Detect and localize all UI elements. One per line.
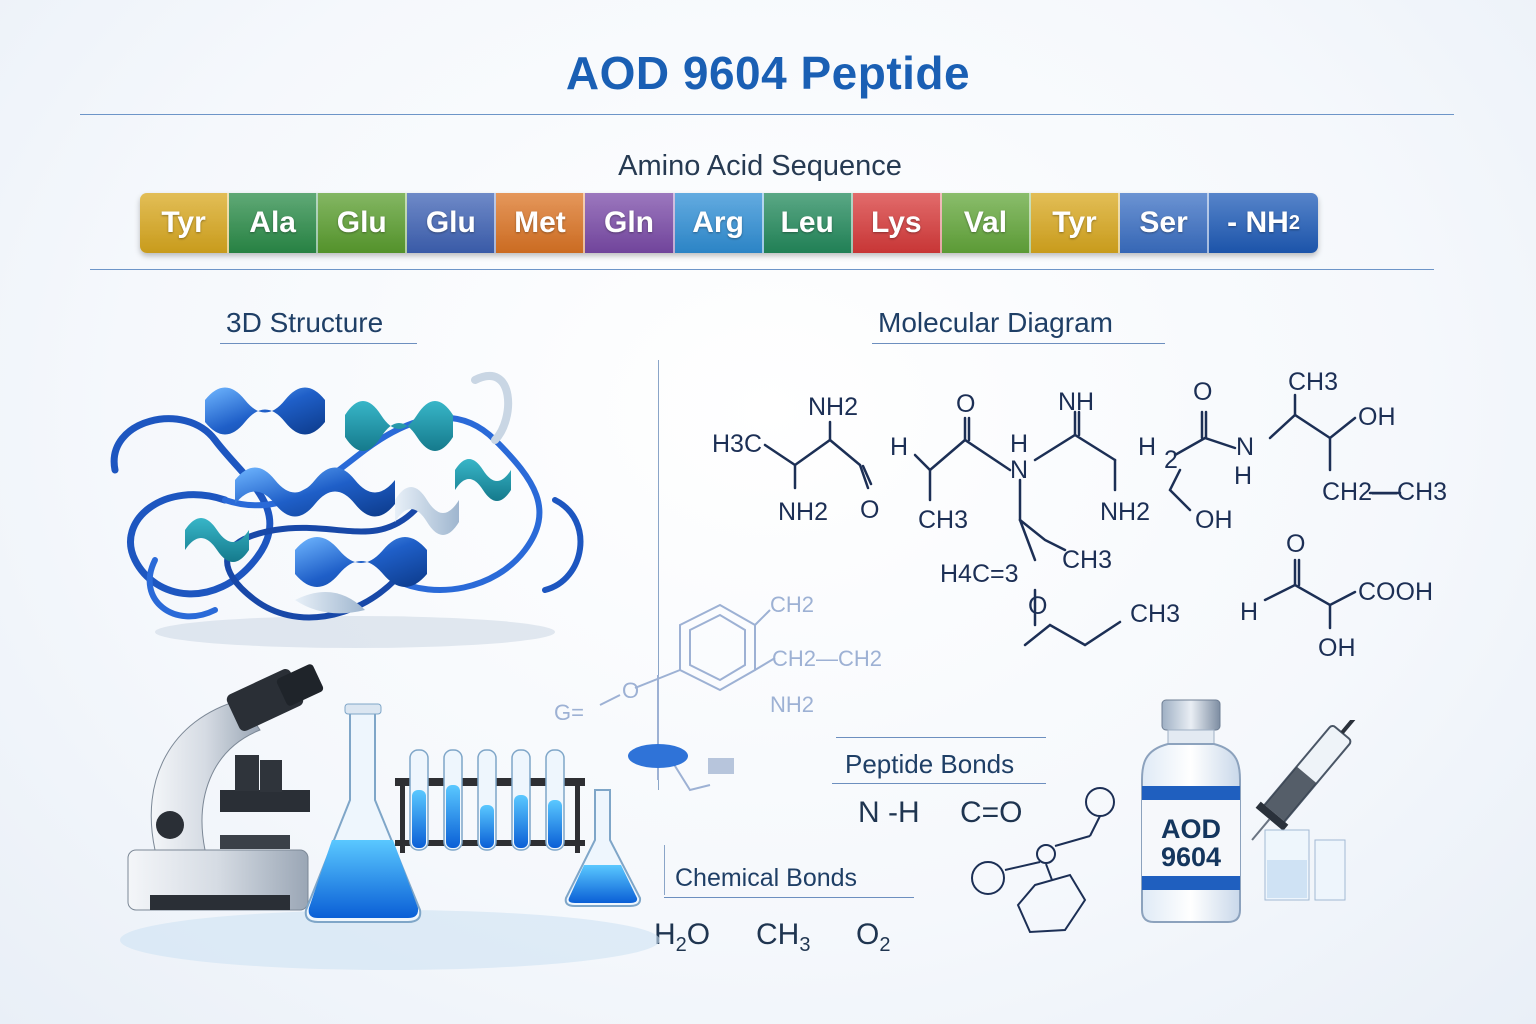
ghost-label-g: G=	[554, 700, 584, 725]
label-ch3-top: CH3	[1288, 368, 1338, 396]
peptide-bonds-top-rule	[836, 737, 1046, 738]
faded-benzene-structure: CH2 CH2—CH2 NH2 O G=	[554, 592, 882, 792]
residue-glu-4: Glu	[407, 193, 497, 253]
structure-heading: 3D Structure	[226, 307, 384, 338]
residue-ala-2: Ala	[229, 193, 319, 253]
title-divider	[80, 114, 1454, 115]
label-o-top: O	[956, 390, 975, 418]
label-oh-1: OH	[1195, 506, 1233, 534]
bond-nh: N -H	[858, 796, 920, 829]
formula-o2: O2	[856, 918, 891, 956]
vial-illustration	[1141, 699, 1241, 923]
microscope	[127, 664, 324, 911]
chemical-bonds-rule	[664, 897, 914, 898]
label-h3c: H3C	[712, 430, 762, 458]
vertical-divider	[658, 360, 659, 790]
syringe-and-beakers	[1251, 720, 1363, 901]
residue-ser-12: Ser	[1120, 193, 1210, 253]
vial-label-line-2: 9604	[1160, 842, 1222, 872]
label-nh2-bottom: NH2	[778, 498, 828, 526]
label-nh2-mid: NH2	[1100, 498, 1150, 526]
label-h-n: H	[1010, 430, 1028, 458]
residue-lys-9: Lys	[852, 193, 942, 253]
peptide-bonds-rule	[832, 783, 1046, 784]
protein-ribbon-illustration	[110, 372, 584, 648]
erlenmeyer-flask-small	[564, 789, 642, 907]
label-two: 2	[1164, 446, 1178, 474]
diagram-heading: Molecular Diagram	[878, 307, 1113, 338]
label-ch3-mid: CH3	[1062, 546, 1112, 574]
residue-glu-3: Glu	[318, 193, 408, 253]
label-o-1: O	[860, 496, 879, 524]
residue-met-5: Met	[496, 193, 586, 253]
lab-equipment-illustration	[120, 664, 660, 970]
ghost-label-ch2-a: CH2	[770, 592, 814, 617]
chemical-bonds-heading: Chemical Bonds	[675, 864, 858, 892]
sequence-divider	[90, 269, 1434, 270]
label-oh-top: OH	[1358, 403, 1396, 431]
label-h-right: H	[1234, 462, 1252, 490]
label-h4c: H4C=3	[940, 560, 1019, 588]
label-o-right: O	[1193, 378, 1212, 406]
residue-val-10: Val	[941, 193, 1031, 253]
residue-gln-6: Gln	[585, 193, 675, 253]
molecular-diagram: H3C NH2 NH2 O H O CH3 H N NH NH2 H 2 OH …	[712, 368, 1447, 662]
residue-tyr-11: Tyr	[1030, 193, 1121, 253]
erlenmeyer-flask-large	[304, 703, 422, 923]
ring-structure-sketch	[971, 787, 1115, 934]
label-o-low: O	[1028, 592, 1047, 620]
label-ch3-1: CH3	[918, 506, 968, 534]
structure-heading-underline	[220, 343, 417, 344]
diagram-heading-underline	[872, 343, 1165, 344]
ghost-label-o: O	[622, 678, 639, 703]
formula-h2o: H2O	[654, 918, 711, 956]
ghost-label-nh2: NH2	[770, 692, 814, 717]
formula-ch3: CH3	[756, 918, 811, 956]
page-title: AOD 9604 Peptide	[565, 47, 971, 99]
vial-label-line-1: AOD	[1161, 814, 1221, 844]
label-ch2-ch3: CH2—CH3	[1322, 478, 1447, 506]
label-h-1: H	[890, 433, 908, 461]
label-oh-acid: OH	[1318, 634, 1356, 662]
label-nh-top: NH	[1058, 388, 1094, 416]
label-o-acid: O	[1286, 530, 1305, 558]
residue-leu-8: Leu	[763, 193, 853, 253]
bond-co: C=O	[960, 796, 1023, 829]
residue-arg-7: Arg	[674, 193, 764, 253]
label-h2: H	[1138, 433, 1156, 461]
label-n-1: N	[1010, 456, 1028, 484]
label-nh2-top: NH2	[808, 393, 858, 421]
label-h-acid: H	[1240, 598, 1258, 626]
test-tube-rack	[395, 749, 585, 853]
label-n-right: N	[1236, 433, 1254, 461]
peptide-bonds-heading: Peptide Bonds	[845, 749, 1015, 779]
residue-tyr-1: Tyr	[140, 193, 230, 253]
ghost-label-ch2-b: CH2—CH2	[772, 646, 882, 671]
label-cooh: COOH	[1358, 578, 1433, 606]
label-ch3-low: CH3	[1130, 600, 1180, 628]
sequence-heading: Amino Acid Sequence	[618, 150, 902, 182]
chemical-bonds-left-rule	[664, 845, 665, 895]
